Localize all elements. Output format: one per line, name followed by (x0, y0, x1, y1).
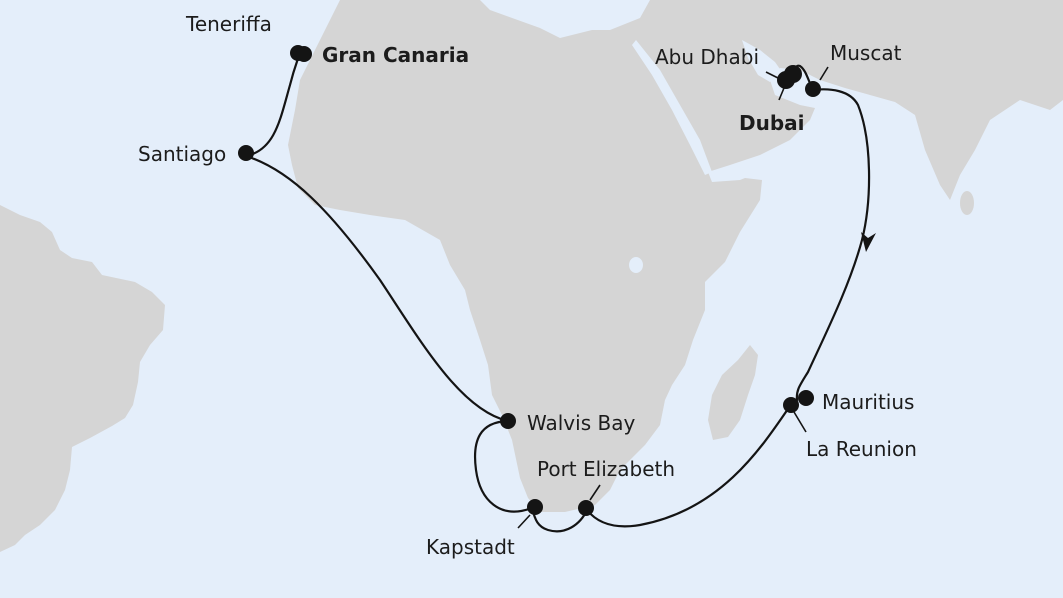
label-walvis-bay: Walvis Bay (527, 411, 636, 435)
marker-port-elizabeth[interactable] (578, 500, 594, 516)
arrowhead-down-icon (861, 232, 876, 252)
label-teneriffa: Teneriffa (186, 12, 272, 36)
label-kapstadt: Kapstadt (426, 535, 515, 559)
marker-gran-canaria[interactable] (296, 46, 312, 62)
port-markers (238, 45, 821, 516)
label-santiago: Santiago (138, 142, 227, 166)
land-sri-lanka (960, 191, 974, 215)
lake-victoria (629, 257, 643, 273)
label-abu-dhabi: Abu Dhabi (655, 45, 759, 69)
marker-walvis-bay[interactable] (500, 413, 516, 429)
label-muscat: Muscat (830, 41, 902, 65)
marker-la-reunion[interactable] (783, 397, 799, 413)
label-mauritius: Mauritius (822, 390, 915, 414)
land-africa-eurasia (288, 0, 1063, 512)
label-la-reunion: La Reunion (806, 437, 917, 461)
label-dubai: Dubai (739, 111, 805, 135)
landmasses (0, 0, 1063, 552)
route-line (241, 50, 871, 533)
persian-gulf (742, 40, 782, 82)
marker-santiago[interactable] (238, 145, 254, 161)
label-gran-canaria: Gran Canaria (322, 43, 470, 67)
land-madagascar (708, 345, 758, 440)
marker-dubai[interactable] (784, 65, 802, 83)
inland-waters (480, 0, 782, 273)
land-south-america (0, 205, 165, 552)
red-sea (632, 40, 712, 175)
gulf-of-aden (708, 160, 765, 182)
label-port-elizabeth: Port Elizabeth (537, 457, 676, 481)
marker-muscat[interactable] (805, 81, 821, 97)
marker-mauritius[interactable] (798, 390, 814, 406)
leader-lines (517, 66, 829, 529)
marker-kapstadt[interactable] (527, 499, 543, 515)
mediterranean (480, 0, 650, 30)
